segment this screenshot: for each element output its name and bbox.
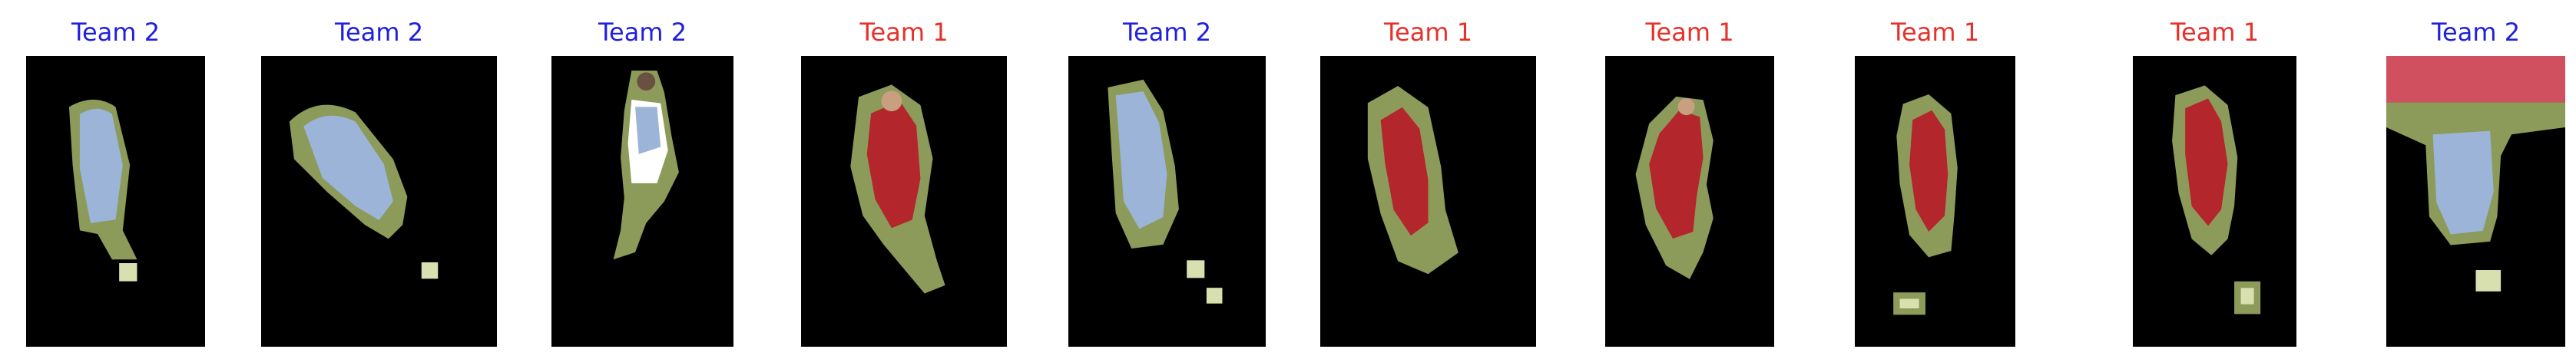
panel-title: Team 2 [2431,18,2521,47]
player-silhouette [1893,94,1958,315]
player-silhouette [613,70,679,260]
player-crop-image [1320,56,1536,347]
player-crop-image [2133,56,2296,347]
panel-title: Team 2 [598,18,687,47]
panel-title: Team 2 [71,18,161,47]
player-silhouette [2172,85,2261,315]
player-panel-7: Team 1 [1605,0,1774,359]
player-crop-image [26,56,205,347]
player-panel-2: Team 2 [261,0,497,359]
player-panel-1: Team 2 [26,0,205,359]
player-silhouette [289,104,439,279]
player-panel-8: Team 1 [1855,0,2015,359]
player-panel-10: Team 2 [2386,0,2565,359]
player-silhouette [1635,96,1713,279]
player-crop-image [1068,56,1266,347]
player-crop-image [2386,56,2565,347]
panel-title: Team 1 [1645,18,1734,47]
player-silhouette [1108,79,1223,304]
panel-title: Team 1 [1890,18,1980,47]
player-crop-image [801,56,1007,347]
player-panel-5: Team 2 [1068,0,1266,359]
player-crop-image [261,56,497,347]
player-silhouette [1367,86,1459,275]
panel-title: Team 2 [1122,18,1212,47]
panel-title: Team 1 [2170,18,2260,47]
player-panel-4: Team 1 [801,0,1007,359]
player-panel-9: Team 1 [2133,0,2296,359]
player-crop-image [1605,56,1774,347]
player-crop-image [1855,56,2015,347]
player-silhouette [2386,56,2565,291]
panel-title: Team 2 [334,18,424,47]
player-panel-3: Team 2 [551,0,733,359]
panel-title: Team 1 [859,18,949,47]
player-silhouette [850,84,945,294]
player-crop-image [551,56,733,347]
player-silhouette [68,99,137,282]
player-panel-6: Team 1 [1320,0,1536,359]
panel-title: Team 1 [1383,18,1473,47]
